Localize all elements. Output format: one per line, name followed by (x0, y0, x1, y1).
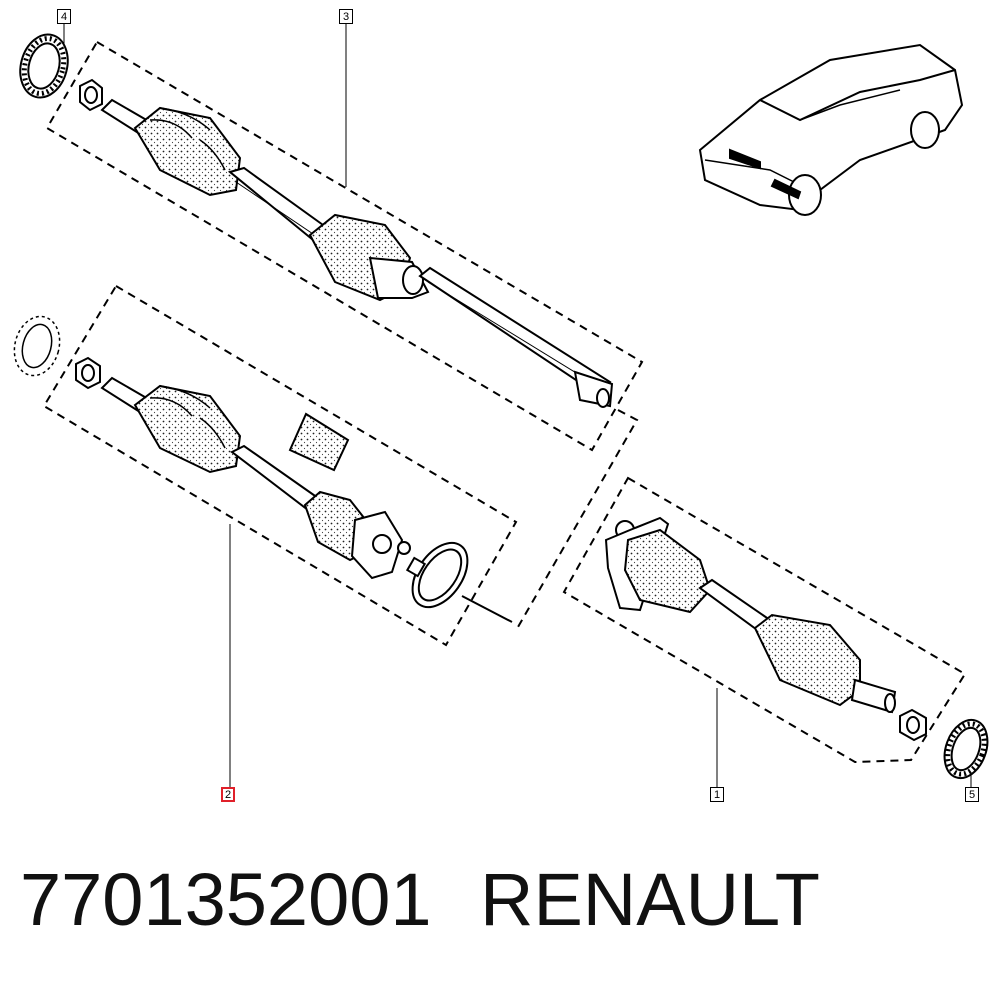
grease-sachet (288, 412, 350, 472)
clamp-line (461, 595, 513, 623)
callout-5[interactable]: 5 (965, 787, 979, 802)
drive-shaft-1 (604, 516, 897, 714)
boundary-assembly-1 (562, 476, 967, 764)
drive-shaft-2 (100, 376, 411, 580)
callout-4[interactable]: 4 (57, 9, 71, 24)
car-illustration (698, 43, 964, 216)
callout-3[interactable]: 3 (339, 9, 353, 24)
part-number: 7701352001 (20, 858, 432, 941)
abs-ring-5 (943, 718, 989, 780)
callout-1[interactable]: 1 (710, 787, 724, 802)
nut-bottom (899, 708, 927, 742)
brand-name: RENAULT (480, 858, 820, 941)
abs-ring-4 (19, 33, 69, 99)
boundary-assembly-2 (42, 284, 518, 647)
boundary-assembly-3 (45, 40, 644, 452)
leader-lines (63, 24, 972, 788)
drive-shaft-3 (100, 98, 614, 408)
clamp-band (405, 541, 469, 609)
nut-middle (75, 356, 101, 390)
assembly-boundaries (42, 40, 967, 764)
callout-2[interactable]: 2 (221, 787, 235, 802)
nut-top (79, 78, 103, 112)
abs-ring-2 (13, 315, 61, 377)
boundary-connector (517, 409, 639, 628)
